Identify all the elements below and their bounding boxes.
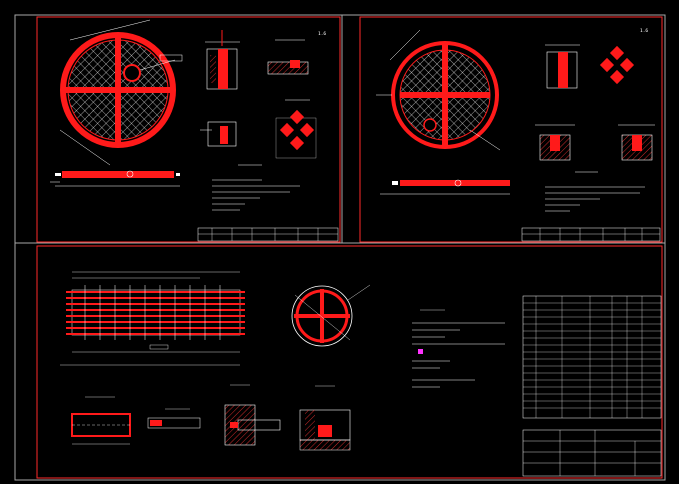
frame-top-right (359, 16, 663, 243)
detail-cross-pattern-2 (599, 45, 635, 85)
parts-list-table (522, 295, 662, 419)
detail-section-b (535, 124, 575, 161)
grid-plate-elevation-1 (50, 170, 180, 187)
bottom-sheet (60, 271, 662, 477)
grid-assembly-side-view (60, 271, 245, 366)
detail-section-3 (545, 44, 580, 89)
top-right-sheet: 1.6 (376, 28, 661, 242)
frame-top-left (36, 16, 341, 243)
detail-weld-2 (299, 385, 351, 451)
grid-plate-plan-view-1 (59, 19, 183, 166)
grid-plate-elevation-2 (380, 179, 510, 195)
detail-section-c (618, 124, 655, 161)
detail-plate-2 (147, 408, 201, 429)
corner-mark-1: 1.6 (318, 31, 326, 37)
top-left-sheet: 1.6 (50, 19, 339, 242)
sheet-border-bottom (14, 242, 666, 481)
tech-notes-2 (545, 171, 645, 212)
grid-assembly-plan-view (291, 284, 371, 347)
detail-section-a (200, 121, 237, 147)
detail-cross-pattern-1 (275, 99, 317, 159)
corner-mark-2: 1.6 (640, 28, 648, 34)
frame-bottom (36, 245, 663, 479)
detail-section-2 (267, 39, 309, 75)
grid-plate-plan-view-2 (376, 29, 501, 151)
detail-section-1 (205, 30, 240, 90)
detail-plate-1 (71, 396, 131, 445)
detail-weld-1 (224, 384, 281, 446)
tech-notes-1 (212, 164, 300, 211)
tech-requirements (412, 309, 505, 388)
title-block-main (522, 429, 662, 477)
title-block-2 (521, 227, 661, 242)
title-block-1 (197, 227, 339, 242)
